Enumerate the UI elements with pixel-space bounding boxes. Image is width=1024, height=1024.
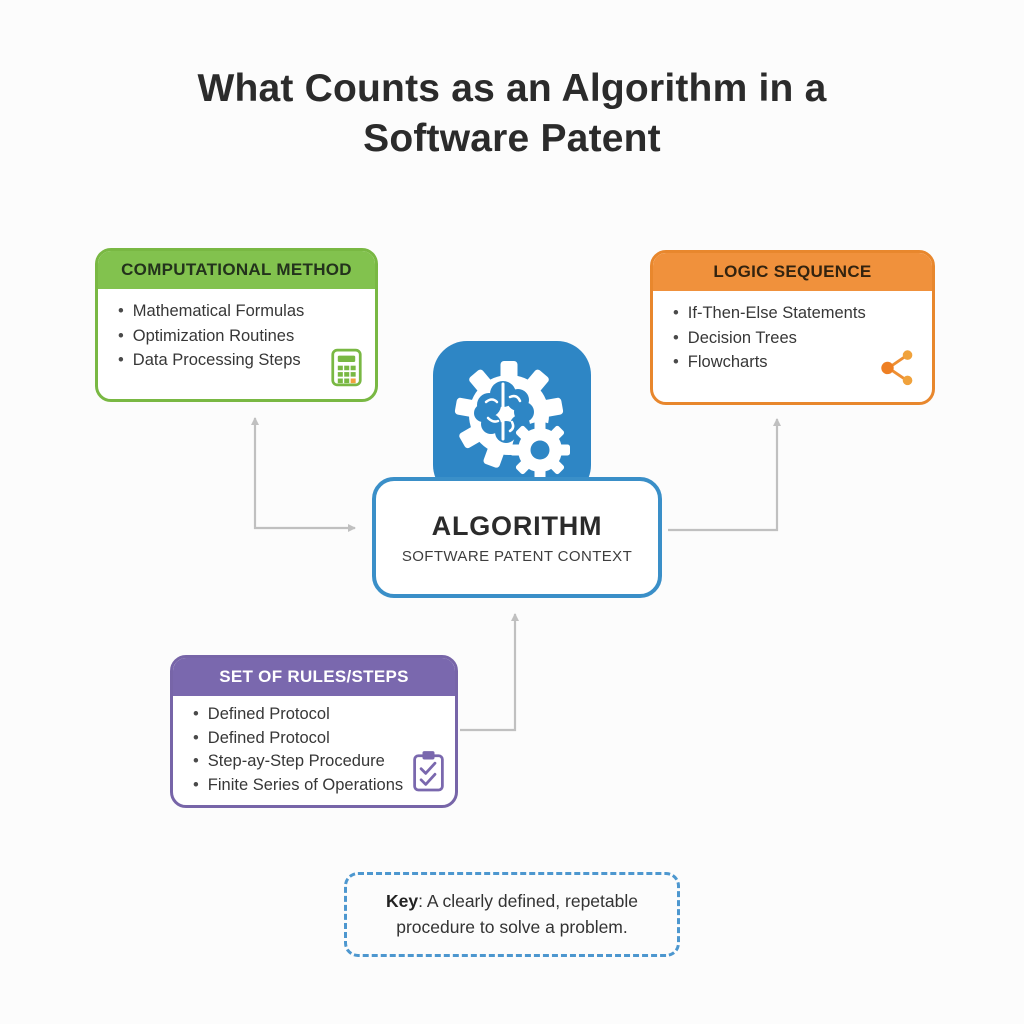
list-item: Data Processing Steps	[118, 348, 361, 373]
arrow-up-to-logic-sequence	[668, 418, 781, 532]
list-item: Flowcharts	[673, 350, 918, 375]
key-note-label: Key	[386, 891, 419, 911]
algorithm-subtitle: SOFTWARE PATENT CONTEXT	[401, 548, 633, 565]
list-item: Step-ay-Step Procedure	[193, 750, 441, 774]
clipboard-icon	[410, 749, 447, 799]
list-item: If-Then-Else Statements	[673, 301, 918, 326]
computational-method-header: COMPUTATIONAL METHOD	[98, 251, 375, 289]
page-title-line2: Software Patent	[363, 116, 661, 160]
logic-sequence-list: If-Then-Else Statements Decision Trees F…	[653, 301, 932, 375]
key-note-separator: :	[418, 891, 427, 911]
list-item: Mathematical Formulas	[118, 299, 361, 324]
key-note: Key: A clearly defined, repetable proced…	[344, 872, 680, 957]
page-title-line1: What Counts as an Algorithm in a	[197, 67, 827, 110]
set-of-rules-list: Defined Protocol Defined Protocol Step-a…	[173, 703, 455, 797]
list-item: Defined Protocol	[193, 727, 441, 751]
share-icon	[877, 346, 919, 393]
logic-sequence-header: LOGIC SEQUENCE	[653, 253, 932, 291]
small-gear	[510, 420, 570, 480]
list-item: Defined Protocol	[193, 703, 441, 727]
page-title: What Counts as an Algorithm in a Software…	[0, 64, 1024, 163]
set-of-rules-box: SET OF RULES/STEPS Defined Protocol Defi…	[170, 655, 458, 808]
key-note-text: A clearly defined, repetable procedure t…	[396, 891, 638, 938]
computational-method-list: Mathematical Formulas Optimization Routi…	[98, 299, 375, 373]
arrow-up-to-algorithm	[460, 613, 519, 732]
computational-method-box: COMPUTATIONAL METHOD Mathematical Formul…	[95, 248, 378, 402]
list-item: Optimization Routines	[118, 324, 361, 349]
set-of-rules-header: SET OF RULES/STEPS	[173, 658, 455, 696]
algorithm-box: ALGORITHM SOFTWARE PATENT CONTEXT	[372, 477, 662, 598]
algorithm-title: ALGORITHM	[431, 511, 603, 541]
list-item: Finite Series of Operations	[193, 774, 441, 798]
brain-gear-icon	[433, 341, 591, 499]
calculator-icon	[330, 348, 363, 392]
logic-sequence-box: LOGIC SEQUENCE If-Then-Else Statements D…	[650, 250, 935, 405]
list-item: Decision Trees	[673, 326, 918, 351]
brain-glyph	[474, 381, 534, 443]
